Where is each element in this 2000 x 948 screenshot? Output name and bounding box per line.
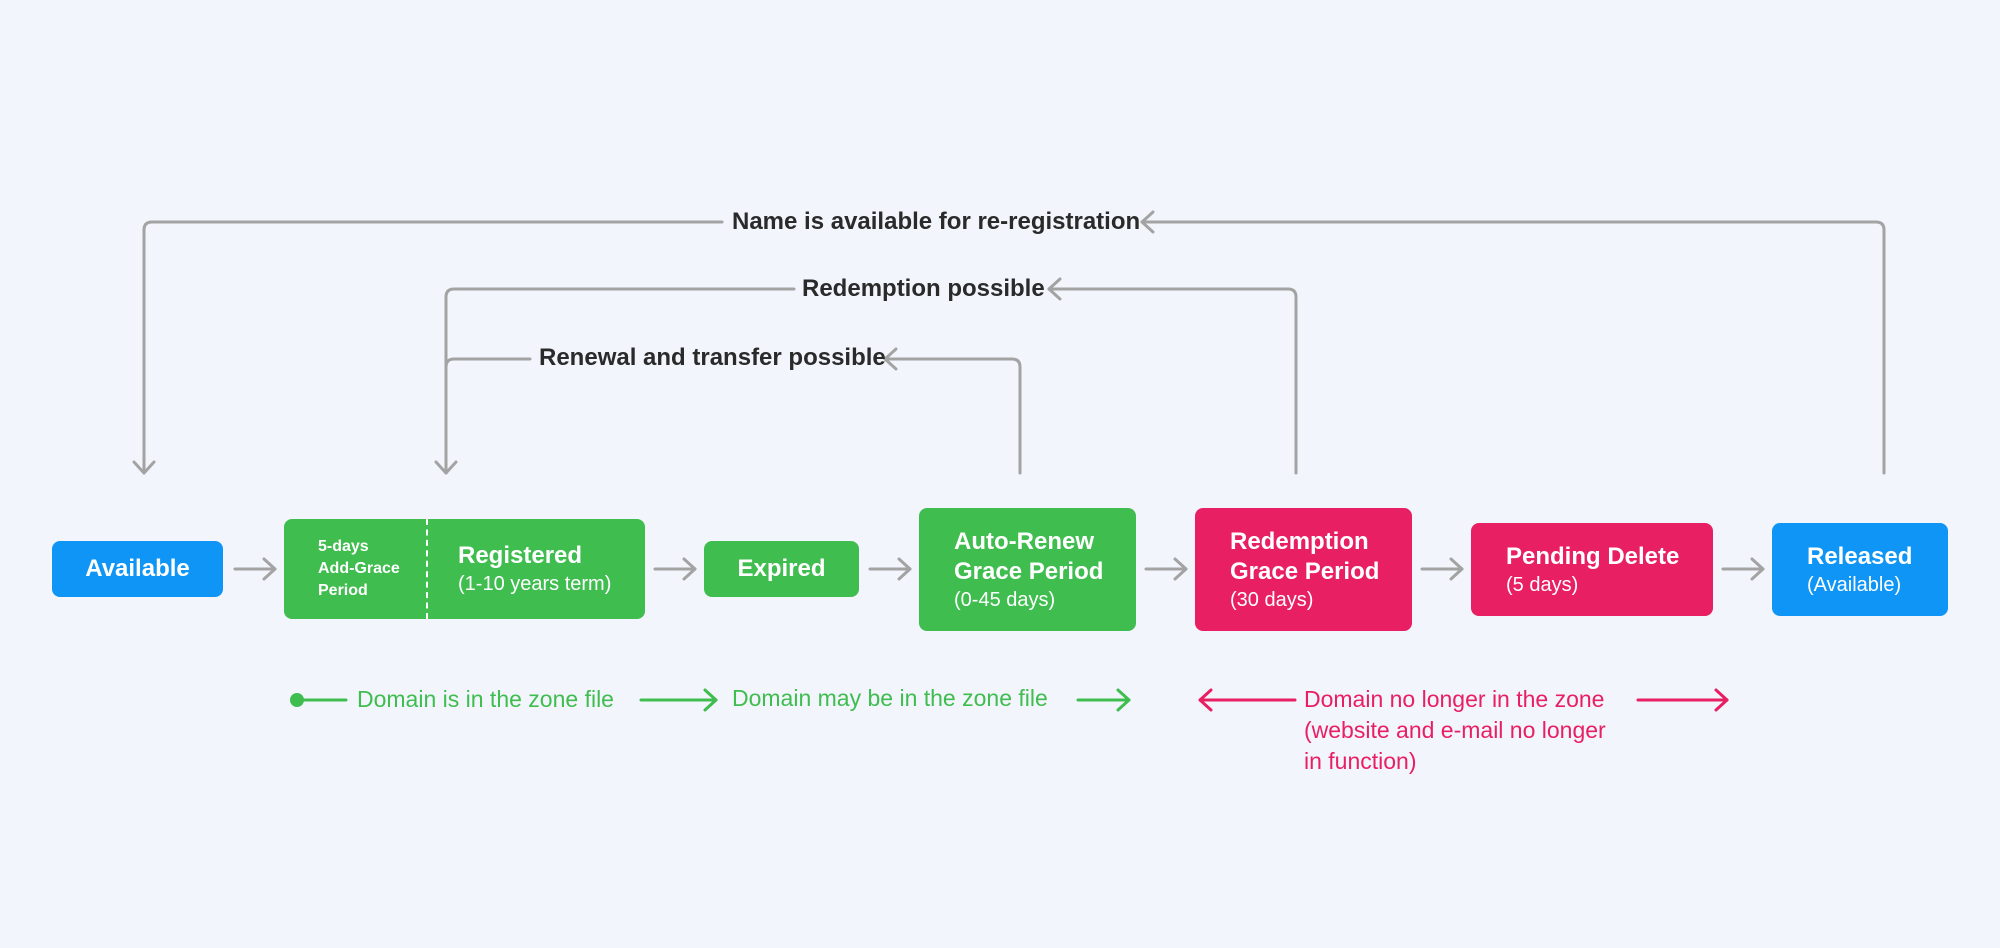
state-pending-delete: Pending Delete (5 days) bbox=[1471, 523, 1713, 616]
arrow-redemption-to-pending-delete bbox=[1420, 557, 1464, 581]
add-grace-period-label: 5-days Add-Grace Period bbox=[284, 519, 428, 619]
zone-start-dot bbox=[290, 693, 304, 707]
state-auto-renew-sub: (0-45 days) bbox=[954, 588, 1056, 611]
loop-reregistration-connector bbox=[132, 210, 1886, 475]
state-registered-title: Registered bbox=[458, 542, 583, 569]
arrow-auto-renew-to-redemption bbox=[1144, 557, 1188, 581]
state-pending-delete-sub: (5 days) bbox=[1506, 573, 1579, 596]
state-released: Released (Available) bbox=[1772, 523, 1948, 616]
state-registered: 5-days Add-Grace Period Registered (1-10… bbox=[284, 519, 645, 619]
state-registered-sub: (1-10 years term) bbox=[458, 573, 612, 595]
state-redemption-sub: (30 days) bbox=[1230, 588, 1314, 611]
state-expired: Expired bbox=[704, 541, 859, 597]
state-auto-renew-title: Auto-Renew Grace Period bbox=[954, 527, 1104, 585]
arrow-expired-to-auto-renew bbox=[868, 557, 912, 581]
zone-no-longer-label-line2: (website and e-mail no longer bbox=[1304, 717, 1606, 743]
state-available: Available bbox=[52, 541, 223, 597]
zone-no-longer-line bbox=[1198, 688, 1729, 712]
state-redemption: Redemption Grace Period (30 days) bbox=[1195, 508, 1412, 631]
state-redemption-title: Redemption Grace Period bbox=[1230, 527, 1380, 585]
loop-redemption-connector bbox=[434, 277, 1298, 475]
zone-no-longer-label-line3: in function) bbox=[1304, 748, 1417, 774]
state-released-title: Released bbox=[1807, 542, 1913, 570]
zone-in-zone-label: Domain is in the zone file bbox=[357, 686, 614, 712]
state-expired-title: Expired bbox=[737, 555, 826, 582]
state-released-sub: (Available) bbox=[1807, 573, 1902, 596]
loop-renewal-label: Renewal and transfer possible bbox=[539, 344, 886, 371]
state-auto-renew: Auto-Renew Grace Period (0-45 days) bbox=[919, 508, 1136, 631]
loop-reregistration-label: Name is available for re-registration bbox=[732, 208, 1141, 235]
loop-redemption-label: Redemption possible bbox=[802, 275, 1045, 302]
zone-maybe-line bbox=[1076, 688, 1131, 712]
zone-maybe-label: Domain may be in the zone file bbox=[732, 685, 1048, 711]
arrow-available-to-registered bbox=[233, 557, 277, 581]
zone-in-zone-line bbox=[290, 688, 718, 712]
arrow-pending-delete-to-released bbox=[1721, 557, 1765, 581]
arrow-registered-to-expired bbox=[653, 557, 697, 581]
zone-no-longer-label-line1: Domain no longer in the zone bbox=[1304, 686, 1605, 712]
state-available-title: Available bbox=[85, 555, 190, 582]
state-pending-delete-title: Pending Delete bbox=[1506, 542, 1680, 570]
loop-renewal-connector bbox=[444, 347, 1022, 475]
